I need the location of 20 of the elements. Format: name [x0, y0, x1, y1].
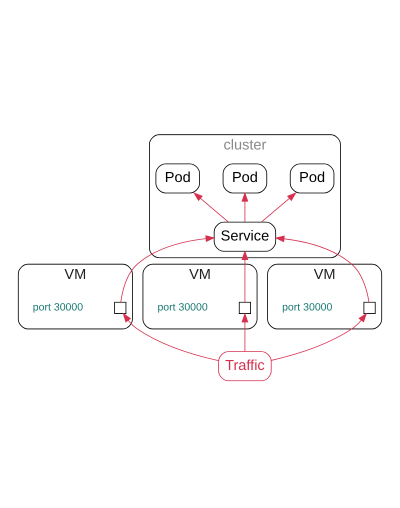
node-box: Service	[214, 221, 276, 252]
node-box	[364, 301, 376, 314]
node-box: Pod	[155, 162, 200, 193]
arrow	[242, 191, 248, 222]
arrow	[261, 192, 297, 222]
arrow	[242, 250, 248, 302]
node-box: Pod	[290, 162, 334, 193]
arrow	[193, 192, 229, 222]
node-box	[114, 301, 126, 314]
node-label: port 30000	[157, 301, 208, 314]
node-box: Pod	[222, 162, 268, 193]
node-box	[238, 301, 251, 314]
arrow	[270, 312, 368, 360]
node-box: Traffic	[218, 350, 272, 381]
node-label: port 30000	[282, 301, 332, 314]
arrow	[122, 312, 219, 361]
arrow	[274, 234, 370, 302]
arrow	[242, 312, 248, 352]
node-label: port 30000	[32, 301, 84, 314]
arrow	[120, 234, 216, 302]
